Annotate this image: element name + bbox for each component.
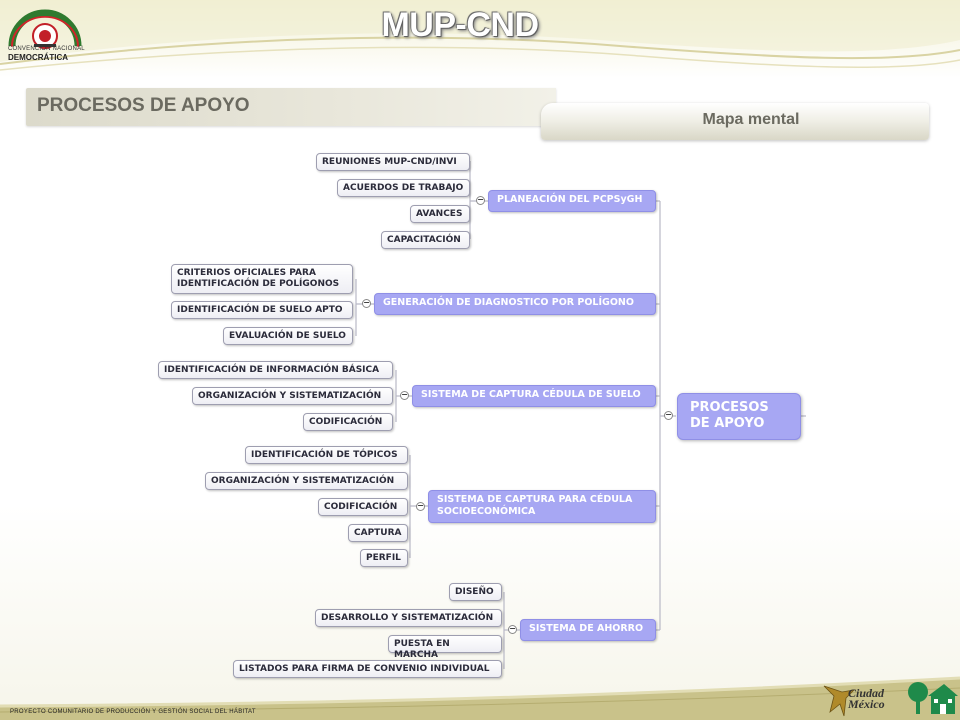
- cdmx-logo-text: Ciudad México: [848, 686, 885, 711]
- leaf-diseno[interactable]: DISEÑO: [449, 583, 502, 601]
- collapse-minus-icon[interactable]: −: [508, 624, 517, 634]
- section-header-box: [26, 88, 556, 126]
- leaf-captura[interactable]: CAPTURA: [348, 524, 408, 542]
- leaf-informacion-basica[interactable]: IDENTIFICACIÓN DE INFORMACIÓN BÁSICA: [158, 361, 393, 379]
- header-wave-decoration: [0, 0, 960, 71]
- collapse-minus-icon[interactable]: −: [664, 410, 673, 420]
- leaf-listados-convenio[interactable]: LISTADOS PARA FIRMA DE CONVENIO INDIVIDU…: [233, 660, 502, 678]
- branch-ahorro[interactable]: SISTEMA DE AHORRO: [520, 619, 656, 641]
- collapse-minus-icon[interactable]: −: [476, 195, 485, 205]
- leaf-topicos[interactable]: IDENTIFICACIÓN DE TÓPICOS: [245, 446, 408, 464]
- leaf-perfil[interactable]: PERFIL: [360, 549, 408, 567]
- branch-cedula-socioeconomica[interactable]: SISTEMA DE CAPTURA PARA CÉDULA SOCIOECON…: [428, 490, 656, 523]
- leaf-codificacion-suelo[interactable]: CODIFICACIÓN: [303, 413, 393, 431]
- logo-title: DEMOCRÁTICA: [8, 53, 68, 62]
- cdmx-logo-icon: [823, 685, 856, 717]
- house-tree-logo-icon: [908, 682, 958, 714]
- leaf-acuerdos[interactable]: ACUERDOS DE TRABAJO: [337, 179, 470, 197]
- leaf-reuniones[interactable]: REUNIONES MUP-CND/INVI: [316, 153, 470, 171]
- leaf-avances[interactable]: AVANCES: [410, 205, 470, 223]
- tab-mapa-mental-label: Mapa mental: [702, 111, 800, 128]
- collapse-minus-icon[interactable]: −: [400, 390, 409, 400]
- footer-band: [0, 676, 960, 720]
- collapse-minus-icon[interactable]: −: [416, 501, 425, 511]
- footer-text: PROYECTO COMUNITARIO DE PRODUCCIÓN Y GES…: [10, 709, 256, 715]
- party-logo-icon: [8, 9, 82, 49]
- leaf-organizacion-socio[interactable]: ORGANIZACIÓN Y SISTEMATIZACIÓN: [205, 472, 408, 490]
- leaf-organizacion-suelo[interactable]: ORGANIZACIÓN Y SISTEMATIZACIÓN: [192, 387, 393, 405]
- branch-planeacion[interactable]: PLANEACIÓN DEL PCPSyGH: [488, 190, 656, 212]
- leaf-suelo-apto[interactable]: IDENTIFICACIÓN DE SUELO APTO: [171, 301, 353, 319]
- leaf-codificacion-socio[interactable]: CODIFICACIÓN: [318, 498, 408, 516]
- logo-subtitle: CONVENCIÓN NACIONAL: [8, 46, 85, 52]
- leaf-criterios-oficiales[interactable]: CRITERIOS OFICIALES PARA IDENTIFICACIÓN …: [171, 264, 353, 294]
- section-title: PROCESOS DE APOYO: [37, 95, 250, 116]
- leaf-desarrollo[interactable]: DESARROLLO Y SISTEMATIZACIÓN: [315, 609, 502, 627]
- leaf-puesta-marcha[interactable]: PUESTA EN MARCHA: [388, 635, 502, 660]
- leaf-capacitacion[interactable]: CAPACITACIÓN: [381, 231, 470, 249]
- leaf-evaluacion-suelo[interactable]: EVALUACIÓN DE SUELO: [223, 327, 353, 345]
- branch-diagnostico[interactable]: GENERACIÓN DE DIAGNOSTICO POR POLÍGONO: [374, 293, 656, 315]
- tab-mapa-mental[interactable]: [541, 103, 929, 140]
- branch-cedula-suelo[interactable]: SISTEMA DE CAPTURA CÉDULA DE SUELO: [412, 385, 656, 407]
- page-title: MUP-CND: [381, 6, 539, 44]
- collapse-minus-icon[interactable]: −: [362, 298, 371, 308]
- mindmap-root-node[interactable]: PROCESOS DE APOYO: [677, 393, 801, 440]
